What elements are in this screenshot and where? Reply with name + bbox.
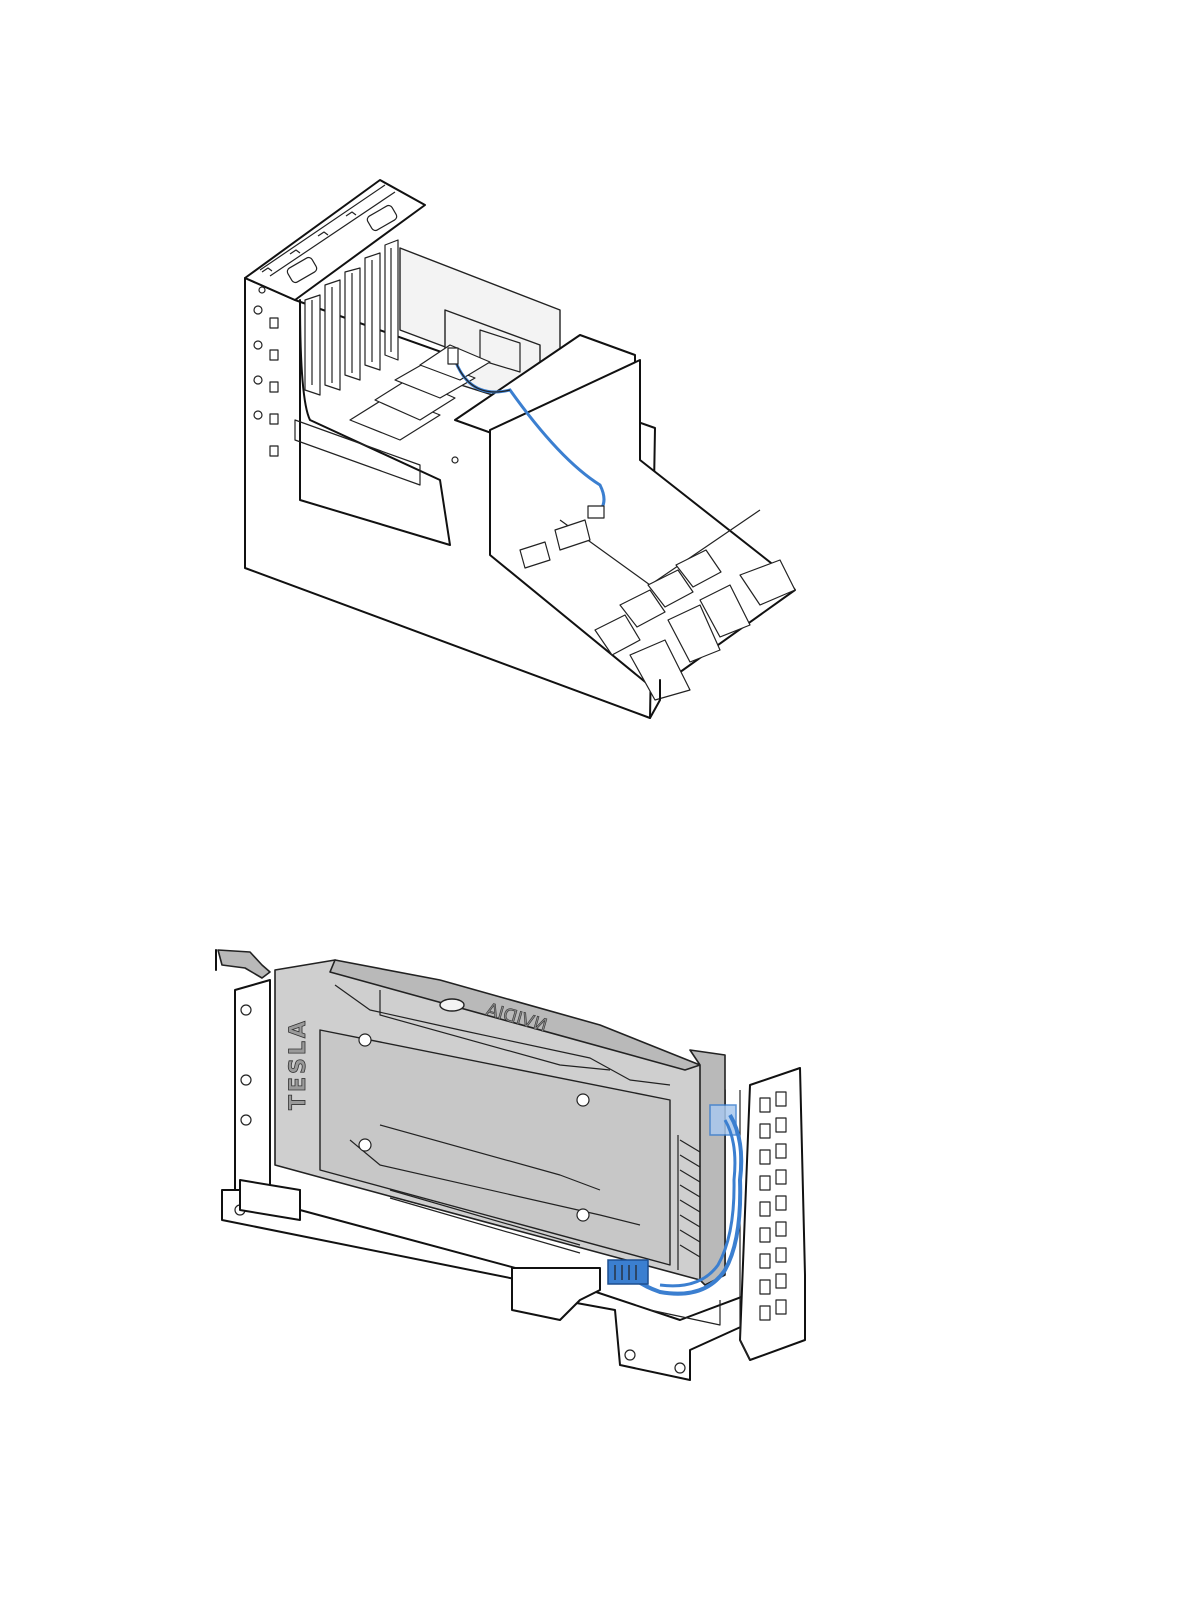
power-connector-bottom [608, 1260, 648, 1284]
gpu-riser-figure: TESLA NVIDIA [0, 880, 1190, 1440]
gpu-riser-illustration: TESLA NVIDIA [0, 880, 1190, 1440]
card-brand-eye-icon [440, 999, 464, 1011]
riser-cage-illustration [0, 0, 1190, 760]
riser-cage-figure [0, 0, 1190, 760]
front-mesh-bracket [740, 1068, 805, 1360]
release-lever[interactable] [218, 950, 270, 978]
cable-connector [448, 348, 458, 364]
cable-connector [588, 506, 604, 518]
card-logo-text: TESLA [286, 1018, 311, 1110]
riser-connector-block [512, 1268, 600, 1320]
